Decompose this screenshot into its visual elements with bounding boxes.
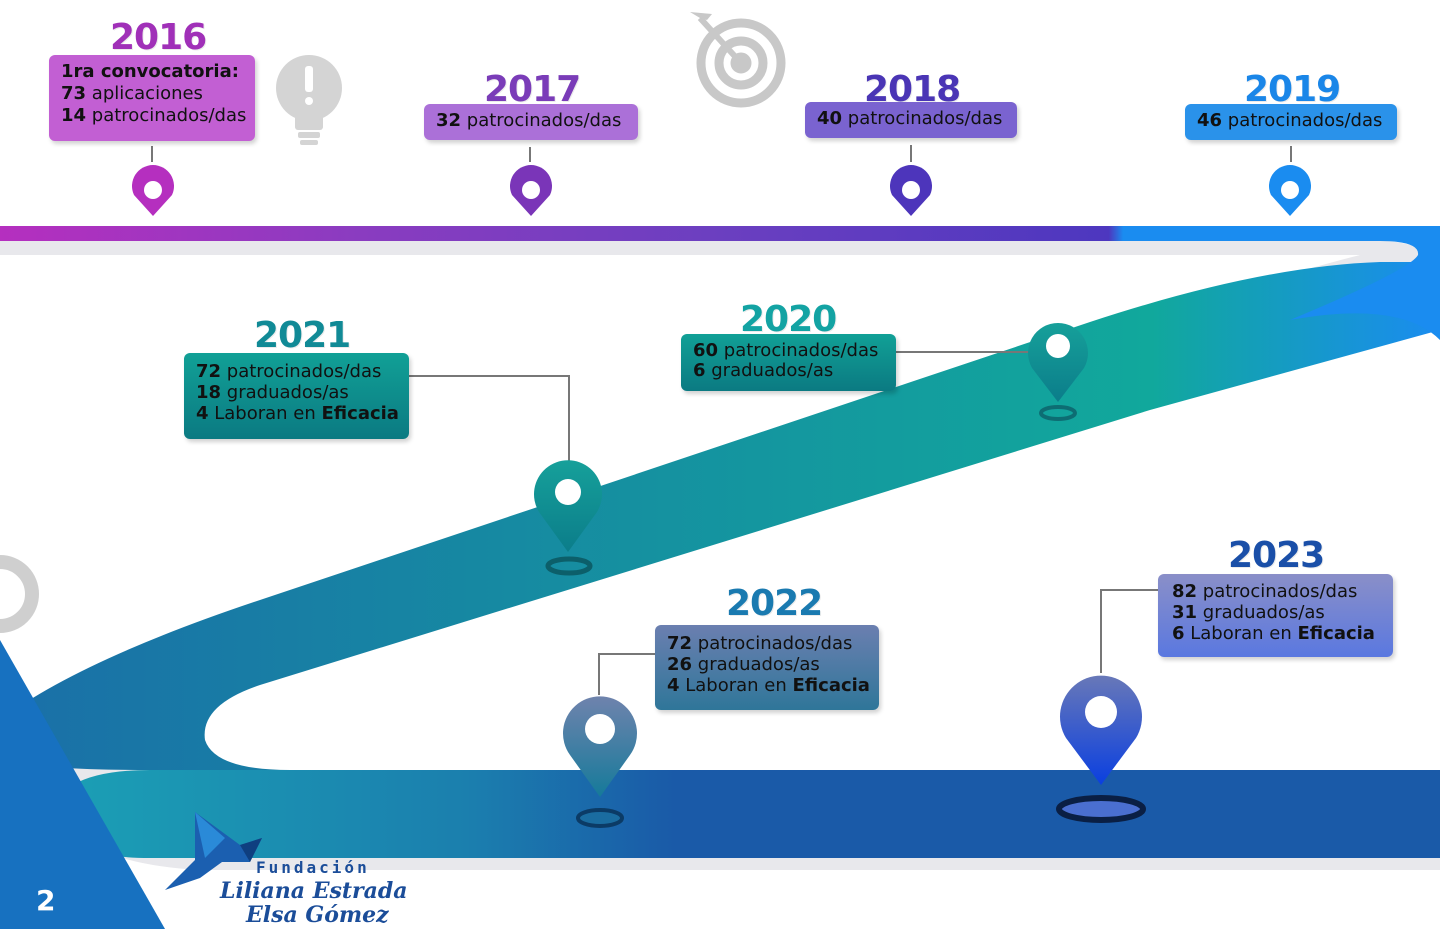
info-box-2017: 32 patrocinados/das bbox=[424, 104, 638, 140]
stat-company: Eficacia bbox=[321, 403, 399, 424]
year-2016: 2016 bbox=[110, 17, 207, 58]
stat-number: 4 bbox=[196, 403, 209, 424]
stat-label: graduados/as bbox=[692, 654, 820, 675]
stat-number: 46 bbox=[1197, 110, 1223, 131]
year-2022: 2022 bbox=[726, 583, 823, 624]
stat-label: patrocinados/das bbox=[1222, 110, 1383, 131]
info-box-2020: 60 patrocinados/das 6 graduados/as bbox=[681, 334, 896, 391]
gear-icon bbox=[0, 555, 39, 633]
lightbulb-icon bbox=[276, 55, 342, 145]
stat-label: patrocinados/das bbox=[221, 361, 382, 382]
stat-number: 60 bbox=[693, 340, 719, 361]
stat-number: 72 bbox=[667, 633, 693, 654]
stat-label: Laboran en bbox=[1184, 623, 1298, 644]
target-icon bbox=[690, 12, 786, 108]
stat-company: Eficacia bbox=[1297, 623, 1375, 644]
stat-label: Laboran en bbox=[208, 403, 322, 424]
pin-2020-icon bbox=[1028, 323, 1089, 421]
info-box-2023: 82 patrocinados/das 31 graduados/as 6 La… bbox=[1158, 574, 1393, 657]
pin-2023-icon bbox=[1056, 675, 1146, 823]
year-2021: 2021 bbox=[254, 315, 351, 356]
stat-label: graduados/as bbox=[1197, 602, 1325, 623]
year-2017: 2017 bbox=[484, 69, 581, 110]
logo-fundacion-text: Fundación bbox=[256, 858, 370, 877]
logo-name-line1: Liliana Estrada bbox=[220, 878, 408, 904]
bird-logo-icon bbox=[165, 812, 262, 890]
info-box-2021: 72 patrocinados/das 18 graduados/as 4 La… bbox=[184, 353, 409, 439]
year-2018: 2018 bbox=[864, 69, 961, 110]
info-box-2019: 46 patrocinados/das bbox=[1185, 104, 1397, 140]
stat-number: 4 bbox=[667, 675, 680, 696]
year-2023: 2023 bbox=[1228, 535, 1325, 576]
stat-number: 26 bbox=[667, 654, 693, 675]
stat-label: patrocinados/das bbox=[461, 110, 622, 131]
stat-label: patrocinados/das bbox=[86, 105, 247, 126]
stat-label: graduados/as bbox=[221, 382, 349, 403]
stat-label: Laboran en bbox=[679, 675, 793, 696]
stat-label: graduados/as bbox=[705, 360, 834, 381]
stat-label: patrocinados/das bbox=[692, 633, 853, 654]
info-box-2022: 72 patrocinados/das 26 graduados/as 4 La… bbox=[655, 625, 879, 710]
stat-number: 32 bbox=[436, 110, 462, 131]
stat-company: Eficacia bbox=[792, 675, 870, 696]
pin-2022-icon bbox=[563, 696, 637, 828]
stat-number: 72 bbox=[196, 361, 222, 382]
page-number: 2 bbox=[36, 884, 56, 917]
stat-label: patrocinados/das bbox=[1197, 581, 1358, 602]
stat-number: 73 bbox=[61, 83, 87, 104]
stat-number: 31 bbox=[1172, 602, 1198, 623]
pin-2017-icon bbox=[510, 165, 552, 216]
stat-number: 6 bbox=[1172, 623, 1185, 644]
logo-name-line2: Elsa Gómez bbox=[246, 902, 389, 928]
info-box-2016: 1ra convocatoria: 73 aplicaciones 14 pat… bbox=[49, 55, 255, 141]
pin-2019-icon bbox=[1269, 165, 1312, 216]
pin-2016-icon bbox=[132, 165, 175, 216]
stat-label: patrocinados/das bbox=[718, 340, 879, 361]
convocatoria-label: 1ra convocatoria: bbox=[61, 61, 239, 82]
stat-number: 14 bbox=[61, 105, 87, 126]
stat-label: patrocinados/das bbox=[842, 108, 1003, 129]
year-2019: 2019 bbox=[1244, 69, 1341, 110]
pin-2018-icon bbox=[890, 165, 932, 216]
stat-label: aplicaciones bbox=[86, 83, 203, 104]
stat-number: 40 bbox=[817, 108, 843, 129]
stat-number: 18 bbox=[196, 382, 222, 403]
year-2020: 2020 bbox=[740, 299, 837, 340]
pin-2021-icon bbox=[534, 460, 603, 576]
stat-number: 6 bbox=[693, 360, 706, 381]
stat-number: 82 bbox=[1172, 581, 1198, 602]
info-box-2018: 40 patrocinados/das bbox=[805, 102, 1017, 138]
